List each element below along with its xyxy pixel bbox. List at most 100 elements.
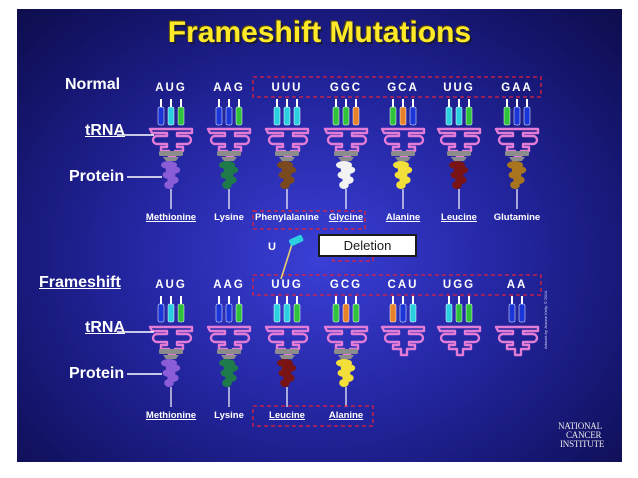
- frameshift-col-1-base-G: [177, 303, 185, 323]
- nci-logo: NATIONAL CANCER INSTITUTE: [558, 422, 622, 449]
- normal-col-2-codon: AAG: [213, 82, 245, 94]
- normal-col-1-base-G: [177, 106, 185, 126]
- normal-col-6-base-U: [455, 106, 463, 126]
- normal-col-4-protein-cap-base: [338, 157, 354, 161]
- normal-col-7-base-A: [513, 106, 521, 126]
- normal-col-2-base-A: [215, 106, 223, 126]
- frameshift-col-4-base-G: [332, 303, 340, 323]
- frameshift-col-5-base-U: [409, 303, 417, 323]
- frameshift-col-1-codon: AUG: [155, 279, 187, 291]
- frameshift-col-5-base-C: [389, 303, 397, 323]
- logo-line-3: INSTITUTE: [560, 439, 605, 449]
- highlight-box-4: [252, 405, 374, 427]
- frameshift-col-4-protein-cap-base: [338, 355, 354, 359]
- frameshift-col-1-protein-cap-base: [163, 355, 179, 359]
- frameshift-diagram: [117, 76, 542, 427]
- normal-col-4-base-C: [352, 106, 360, 126]
- frameshift-col-3-protein-cap: [275, 349, 299, 354]
- normal-col-1-protein-bead: [164, 181, 174, 189]
- normal-col-7-protein-cap: [505, 151, 529, 156]
- deletion-callout: Deletion: [318, 234, 417, 257]
- frameshift-col-1-base-A: [157, 303, 165, 323]
- normal-col-1-protein-cap: [159, 151, 183, 156]
- normal-col-3-amino-acid: Phenylalanine: [255, 212, 319, 223]
- frameshift-col-2-base-G: [235, 303, 243, 323]
- frameshift-col-4-protein-bead: [339, 379, 349, 387]
- normal-col-3-codon: UUU: [271, 82, 303, 94]
- normal-col-6-protein-bead: [452, 181, 462, 189]
- normal-col-6-base-G: [465, 106, 473, 126]
- normal-col-3-protein-cap-base: [279, 157, 295, 161]
- frameshift-col-3-base-G: [293, 303, 301, 323]
- normal-col-6-codon: UUG: [443, 82, 475, 94]
- normal-col-7-base-G: [503, 106, 511, 126]
- frameshift-col-6-codon: UGG: [442, 279, 476, 291]
- highlight-box-2: [252, 210, 366, 230]
- frameshift-col-4-protein-cap: [334, 349, 358, 354]
- frameshift-col-2-protein-bead: [222, 379, 232, 387]
- frameshift-col-6-base-U: [445, 303, 453, 323]
- frameshift-col-5-base-A: [399, 303, 407, 323]
- normal-col-5-base-C: [399, 106, 407, 126]
- normal-col-1-protein-cap-base: [163, 157, 179, 161]
- normal-col-6-base-U: [445, 106, 453, 126]
- logo-line-2: CANCER: [566, 430, 602, 440]
- frameshift-col-7-trna: [494, 325, 540, 357]
- frameshift-col-3-codon: UUG: [271, 279, 303, 291]
- frameshift-col-5-codon: CAU: [387, 279, 419, 291]
- normal-col-3-base-U: [293, 106, 301, 126]
- frameshift-col-6-trna: [436, 325, 482, 357]
- highlight-box-1: [252, 76, 542, 98]
- normal-col-7-base-A: [523, 106, 531, 126]
- frameshift-label: Frameshift: [39, 274, 121, 291]
- normal-col-4-codon: GGC: [329, 82, 363, 94]
- frameshift-col-7-codon: AA: [506, 279, 528, 291]
- frameshift-col-7-base-A: [508, 303, 516, 323]
- normal-col-5-protein-cap: [391, 151, 415, 156]
- frameshift-col-3-base-U: [283, 303, 291, 323]
- normal-col-5-protein-cap-base: [395, 157, 411, 161]
- artwork-credit: Artwork by Jeanne Kelly. © 2004.: [543, 290, 548, 349]
- frameshift-col-4-amino-acid: Alanine: [328, 410, 364, 421]
- frameshift-col-2-amino-acid: Lysine: [214, 410, 244, 421]
- frameshift-col-3-base-U: [273, 303, 281, 323]
- normal-col-5-amino-acid: Alanine: [385, 212, 421, 223]
- normal-col-3-protein-cap: [275, 151, 299, 156]
- frameshift-col-2-protein-cap-base: [221, 355, 237, 359]
- trna-label-bottom: tRNA: [85, 319, 125, 336]
- normal-col-4-base-G: [332, 106, 340, 126]
- normal-col-2-protein-bead: [222, 181, 232, 189]
- normal-col-2-base-G: [235, 106, 243, 126]
- deleted-base-label: U: [268, 241, 276, 253]
- frameshift-col-2-protein-cap: [217, 349, 241, 354]
- normal-col-5-codon: GCA: [387, 82, 419, 94]
- frameshift-col-4-base-G: [352, 303, 360, 323]
- frameshift-col-4-codon: GCG: [329, 279, 363, 291]
- frameshift-col-1-base-U: [167, 303, 175, 323]
- normal-col-1-amino-acid: Methionine: [145, 212, 197, 223]
- frameshift-col-1-protein-cap: [159, 349, 183, 354]
- normal-col-5-base-A: [409, 106, 417, 126]
- frameshift-col-1-protein-bead: [164, 379, 174, 387]
- normal-col-4-amino-acid: Glycine: [328, 212, 364, 223]
- normal-col-7-amino-acid: Glutamine: [493, 212, 541, 223]
- normal-col-4-protein-cap: [334, 151, 358, 156]
- frameshift-col-4-base-C: [342, 303, 350, 323]
- frameshift-col-2-codon: AAG: [213, 279, 245, 291]
- normal-col-1-base-A: [157, 106, 165, 126]
- normal-col-1-codon: AUG: [155, 82, 187, 94]
- normal-col-4-base-G: [342, 106, 350, 126]
- deleted-base-link: [280, 240, 294, 280]
- normal-col-5-protein-bead: [396, 181, 406, 189]
- page-title: Frameshift Mutations: [167, 16, 472, 49]
- logo-line-1: NATIONAL: [558, 421, 602, 431]
- normal-col-3-base-U: [283, 106, 291, 126]
- normal-col-1-base-U: [167, 106, 175, 126]
- frameshift-col-3-protein-bead: [280, 379, 290, 387]
- normal-col-2-protein-cap-base: [221, 157, 237, 161]
- normal-col-6-amino-acid: Leucine: [441, 212, 477, 223]
- normal-col-3-protein-bead: [280, 181, 290, 189]
- normal-col-5-base-G: [389, 106, 397, 126]
- normal-col-6-protein-cap-base: [451, 157, 467, 161]
- normal-col-2-amino-acid: Lysine: [214, 212, 244, 223]
